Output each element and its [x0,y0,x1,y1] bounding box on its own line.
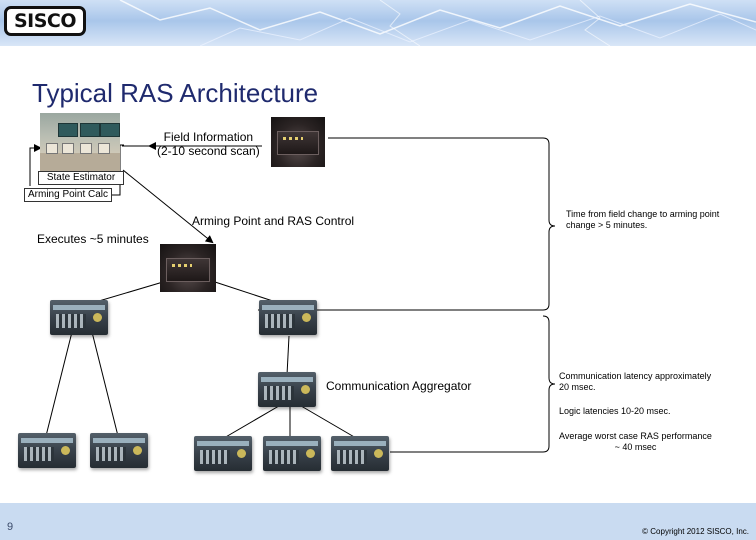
relay-device-icon [263,436,321,471]
logo-text: SISCO [13,10,77,32]
arming-control-label: Arming Point and RAS Control [192,214,355,228]
wall-screen [58,123,78,137]
header-banner: SISCO [0,0,756,46]
wall-screen [80,123,100,137]
server-front [277,131,319,155]
relay-device-icon [90,433,148,468]
footer-bar: 9 © Copyright 2012 SISCO, Inc. [0,503,756,540]
note-worst: Average worst case RAS performance ~ 40 … [559,431,712,453]
note-latency-line2: 20 msec. [559,382,596,392]
note-latency: Communication latency approximately 20 m… [559,371,711,393]
monitor [80,143,92,154]
note-latency-line1: Communication latency approximately [559,371,712,381]
executes-label: Executes ~5 minutes [37,232,149,246]
copyright: © Copyright 2012 SISCO, Inc. [642,527,749,536]
note-time-line2: change > 5 minutes. [566,220,648,230]
relay-device-icon [258,372,316,407]
field-info-line2: (2-10 second scan) [157,144,260,158]
relay-device-icon [259,300,317,335]
field-info-line1: Field Information [163,130,254,144]
arming-point-calc-label: Arming Point Calc [24,188,112,202]
lightning-background [119,0,756,46]
relay-device-icon [18,433,76,468]
monitor [62,143,74,154]
server-lights [283,137,303,140]
diagram-lines [29,137,556,453]
wall-screen [100,123,120,137]
relay-device-icon [194,436,252,471]
server-icon [160,244,216,292]
note-logic: Logic latencies 10-20 msec. [559,406,671,416]
note-time: Time from field change to arming point c… [566,209,719,231]
state-estimator-label: State Estimator [38,171,124,185]
server-front [166,258,210,282]
relay-device-icon [331,436,389,471]
control-room-photo [40,113,120,177]
note-time-line1: Time from field change to arming point [566,209,720,219]
monitor [46,143,58,154]
monitor [98,143,110,154]
page-number: 9 [7,521,14,533]
field-info-label: Field Information (2-10 second scan) [157,130,260,158]
note-worst-line1: Average worst case RAS performance [559,431,712,441]
server-icon [271,117,325,167]
note-worst-line2: ~ 40 msec [614,442,657,452]
server-lights [172,264,192,267]
comm-aggregator-label: Communication Aggregator [326,379,472,393]
sisco-logo: SISCO [4,6,86,36]
relay-device-icon [50,300,108,335]
page-title: Typical RAS Architecture [32,78,319,108]
